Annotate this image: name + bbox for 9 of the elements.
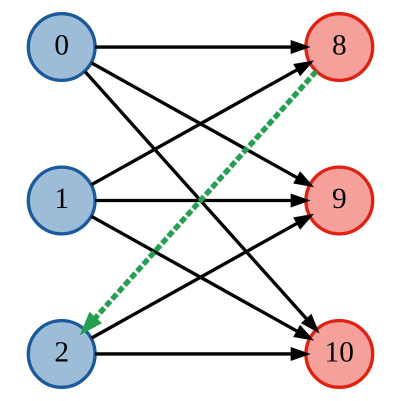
arrow — [94, 346, 310, 361]
node-circle: 10 — [304, 318, 374, 389]
node-circle: 8 — [304, 12, 374, 82]
node-circle: 9 — [304, 165, 374, 236]
node-circle: 0 — [26, 12, 96, 82]
node-circle: 1 — [26, 165, 96, 236]
arrow — [94, 40, 310, 54]
node-circle: 2 — [26, 318, 96, 389]
arrow — [94, 193, 310, 208]
